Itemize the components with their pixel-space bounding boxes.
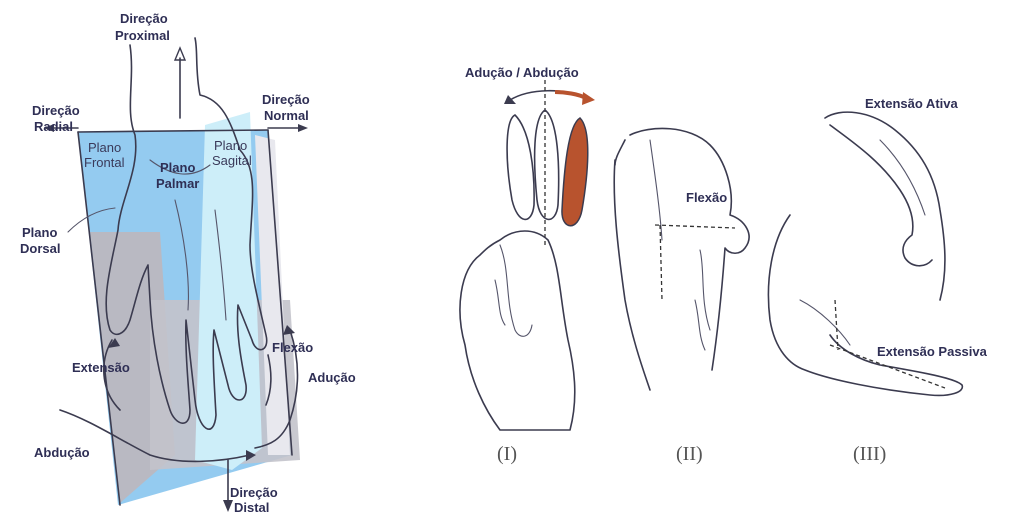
label-plano-dorsal-2: Dorsal bbox=[20, 241, 60, 256]
panel-i: Adução / Abdução (I) bbox=[460, 65, 595, 465]
panel-ii-label: (II) bbox=[676, 443, 703, 465]
label-aducao: Adução bbox=[308, 370, 356, 385]
label-plano-frontal-2: Frontal bbox=[84, 155, 125, 170]
panel-iii: Extensão Ativa Extensão Passiva (III) bbox=[768, 96, 987, 465]
label-flexao-ii: Flexão bbox=[686, 190, 727, 205]
panel-ii: Flexão (II) bbox=[614, 128, 749, 465]
label-direcao-distal-2: Distal bbox=[234, 500, 269, 515]
label-extensao-ativa: Extensão Ativa bbox=[865, 96, 958, 111]
hand-i-outline bbox=[460, 231, 575, 430]
label-direcao-radial-2: Radial bbox=[34, 119, 73, 134]
panel-iii-label: (III) bbox=[853, 443, 886, 465]
hand-planes-diagram: Direção Proximal Direção Radial Direção … bbox=[20, 11, 356, 515]
hand-ii-outline bbox=[614, 128, 749, 390]
panel-i-title: Adução / Abdução bbox=[465, 65, 579, 80]
label-plano-sagital-2: Sagital bbox=[212, 153, 252, 168]
label-direcao-normal-1: Direção bbox=[262, 92, 310, 107]
label-plano-dorsal-1: Plano bbox=[22, 225, 57, 240]
panel-i-label: (I) bbox=[497, 443, 517, 465]
label-plano-palmar-2: Palmar bbox=[156, 176, 199, 191]
label-direcao-normal-2: Normal bbox=[264, 108, 309, 123]
label-flexao: Flexão bbox=[272, 340, 313, 355]
label-extensao: Extensão bbox=[72, 360, 130, 375]
label-abducao: Abdução bbox=[34, 445, 90, 460]
finger-middle bbox=[535, 110, 559, 219]
label-plano-palmar-1: Plano bbox=[160, 160, 195, 175]
label-direcao-radial-1: Direção bbox=[32, 103, 80, 118]
finger-left bbox=[507, 115, 534, 219]
label-plano-frontal-1: Plano bbox=[88, 140, 121, 155]
finger-highlighted bbox=[562, 118, 588, 226]
hand-iii-lower bbox=[768, 215, 962, 395]
label-direcao-proximal-1: Direção bbox=[120, 11, 168, 26]
label-extensao-passiva: Extensão Passiva bbox=[877, 344, 988, 359]
label-direcao-proximal-2: Proximal bbox=[115, 28, 170, 43]
label-direcao-distal-1: Direção bbox=[230, 485, 278, 500]
hand-iii-upper bbox=[825, 112, 945, 300]
label-plano-sagital-1: Plano bbox=[214, 138, 247, 153]
